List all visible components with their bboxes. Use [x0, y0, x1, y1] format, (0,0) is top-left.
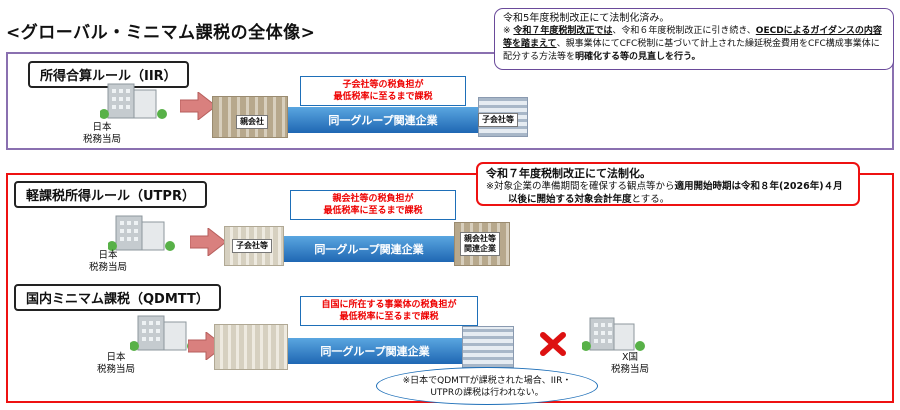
top-callout-emph-3: OECDによるガイダンスの内容等を踏まえて: [503, 26, 882, 49]
top-callout: 令和5年度税制改正にて法制化済み。 ※ 令和７年度税制改正では、令和６年度税制改…: [494, 8, 894, 70]
qdmtt-group-band: 同一グループ関連企業: [288, 338, 462, 364]
top-callout-emph-1: 令和７年度税制改正では: [513, 26, 613, 36]
utpr-subsidiary-label: 子会社等: [232, 239, 272, 253]
red-callout-body: ※対象企業の準備期間を確保する観点等から適用開始時期は令和８年(2026年)４月: [486, 180, 850, 193]
iir-section-frame: [6, 52, 894, 150]
qdmtt-tax-note: 自国に所在する事業体の税負担が 最低税率に至るまで課税: [300, 296, 478, 326]
iir-tax-note: 子会社等の税負担が 最低税率に至るまで課税: [300, 76, 466, 106]
utpr-group-band: 同一グループ関連企業: [284, 236, 454, 262]
red-callout-headline: 令和７年度税制改正にて法制化。: [486, 167, 651, 180]
utpr-authority-label: 日本 税務当局: [88, 250, 127, 273]
top-callout-headline: 令和5年度税制改正にて法制化済み。: [503, 13, 670, 24]
top-callout-mark: ※: [503, 26, 514, 36]
red-callout-text-1: ※対象企業の準備期間を確保する観点等から: [486, 181, 675, 192]
qdmtt-domestic-building: [214, 324, 288, 370]
qdmtt-section-label: 国内ミニマム課税（QDMTT）: [14, 284, 221, 311]
qdmtt-oval-note: ※日本でQDMTTが課税された場合、IIR・ UTPRの課税は行われない。: [376, 367, 598, 405]
arrow-right-icon: [180, 92, 216, 120]
top-callout-emph-5: 明確化する等の見直しを行う。: [575, 52, 701, 62]
utpr-section-label: 軽課税所得ルール（UTPR）: [14, 181, 207, 208]
top-callout-text-2: 、令和６年度税制改正に引き続き、: [612, 26, 756, 36]
iir-group-band: 同一グループ関連企業: [288, 107, 478, 133]
foreign-authority-building-icon: [582, 317, 645, 351]
iir-authority-label: 日本 税務当局: [82, 122, 121, 145]
foreign-authority-label: X国 税務当局: [610, 352, 649, 375]
utpr-tax-note: 親会社等の税負担が 最低税率に至るまで課税: [290, 190, 456, 220]
utpr-parent-label: 親会社等 関連企業: [460, 232, 500, 256]
page-title: <グローバル・ミニマム課税の全体像>: [6, 23, 316, 43]
red-callout-body-2: 以後に開始する対象会計年度とする。: [486, 193, 850, 206]
iir-parent-label: 親会社: [236, 115, 268, 129]
iir-subsidiary-label: 子会社等: [478, 113, 518, 127]
red-callout-text-4: とする。: [631, 194, 670, 205]
red-callout-emph-3: 以後に開始する対象会計年度: [508, 194, 632, 205]
cross-icon: [540, 332, 566, 356]
qdmtt-authority-label: 日本 税務当局: [96, 352, 135, 375]
tax-authority-building-icon: [100, 83, 167, 119]
top-callout-text-4: 、親事業体にてCFC税制に基づいて計上された繰延税金費用をCFC構成事業体に配分…: [503, 39, 880, 62]
tax-authority-building-icon: [130, 315, 197, 351]
arrow-right-icon: [190, 228, 226, 256]
qdmtt-foreign-building: [462, 326, 514, 368]
red-callout: 令和７年度税制改正にて法制化。 ※対象企業の準備期間を確保する観点等から適用開始…: [476, 162, 860, 206]
tax-authority-building-icon: [108, 215, 175, 251]
top-callout-body: ※ 令和７年度税制改正では、令和６年度税制改正に引き続き、OECDによるガイダン…: [503, 25, 885, 64]
red-callout-emph-2: 適用開始時期は令和８年(2026年)４月: [674, 181, 843, 192]
